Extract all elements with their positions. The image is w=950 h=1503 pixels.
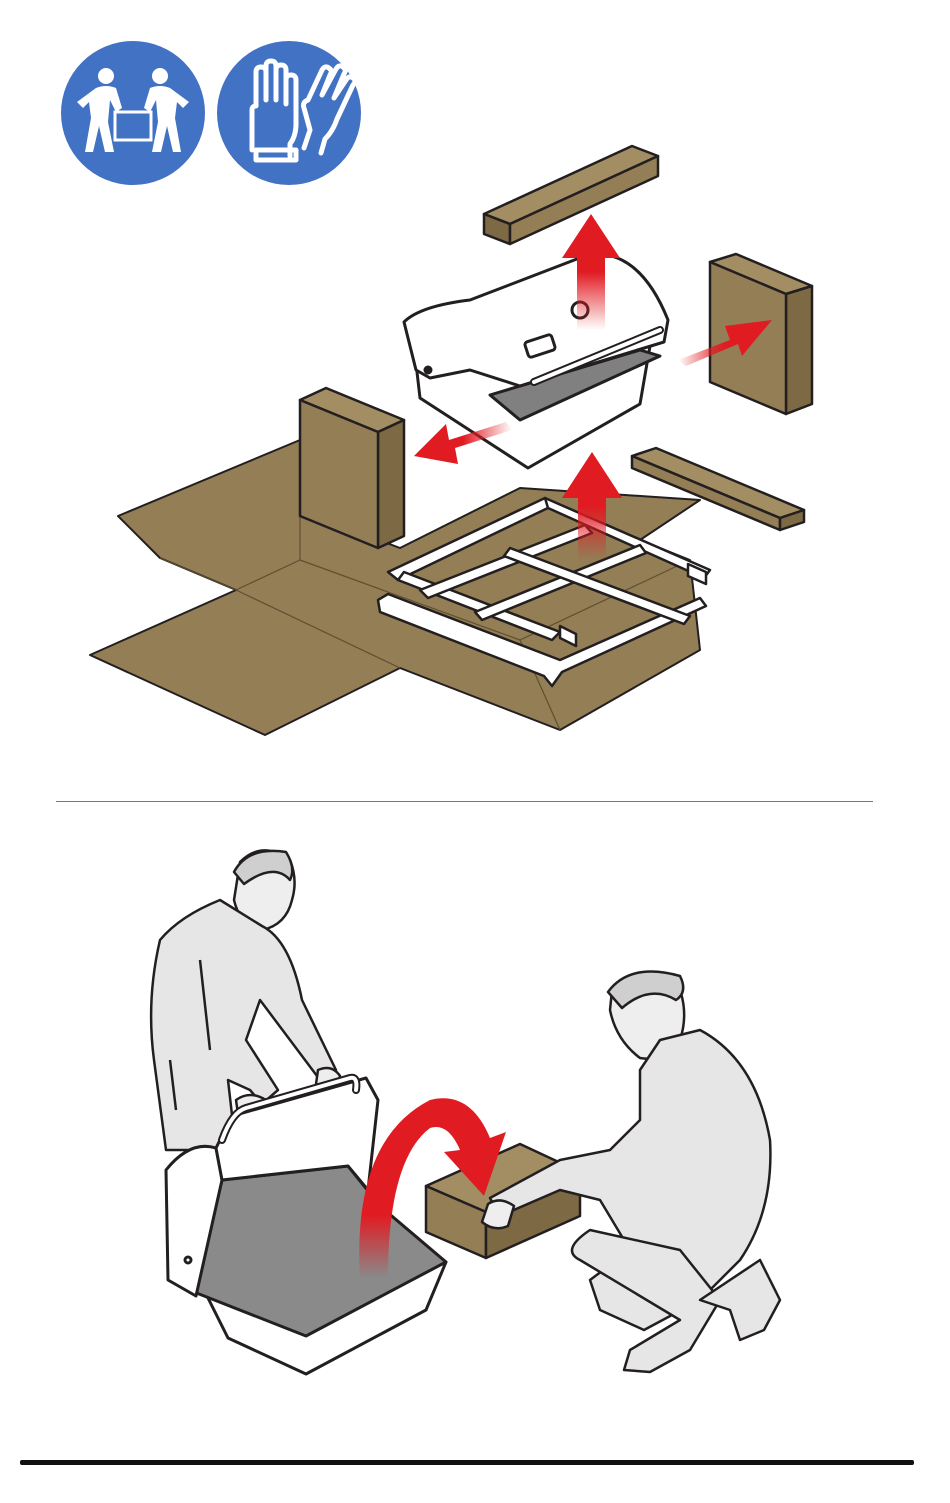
right-foam-block	[710, 254, 812, 414]
step-divider	[56, 801, 873, 802]
unpacking-illustration	[0, 0, 950, 790]
top-foam-block	[484, 146, 658, 244]
box-placement-illustration	[0, 812, 950, 1452]
page-bottom-rule	[20, 1460, 914, 1465]
exploded-packaging-drawing	[0, 0, 950, 790]
two-person-placement-drawing	[0, 812, 950, 1452]
